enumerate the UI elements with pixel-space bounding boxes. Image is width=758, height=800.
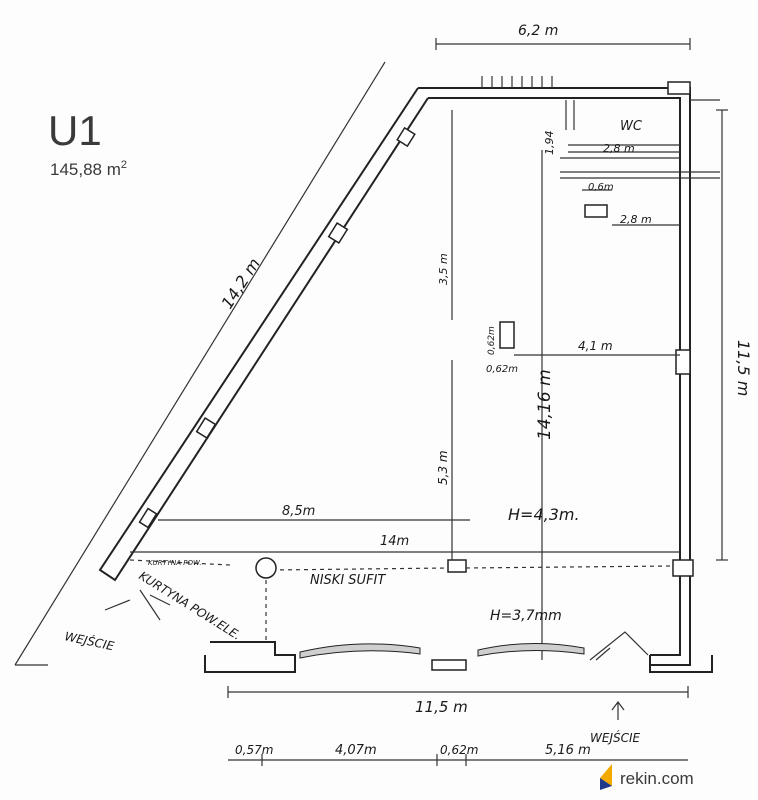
wc-fixture [584,204,608,218]
dim-bottom-5-16: 5,16 m [545,743,591,758]
rekin-logo-icon [600,764,612,786]
bottom-column [431,659,467,671]
low-ceiling-column [447,559,467,573]
unit-area: 145,88 m2 [50,159,127,179]
diag-pillar-3 [195,417,217,439]
top-hatch [481,76,553,88]
dim-2-8-b: 2,8 m [620,213,652,226]
wall-top-right [418,87,691,666]
height-main-label: H=4,3m. [508,505,580,524]
left-door [139,589,171,621]
dim-0-62-v: 0,62m [487,326,497,355]
dim-bottom-4-07: 4,07m [335,743,377,758]
dim-14-16: 14,16 m [535,369,555,440]
curtain-label: KURTYNA POW.ELE. [136,569,243,643]
wall-bottom-right-step [649,655,713,673]
wc-walls [447,99,720,573]
curtain-small-note: KURTYNA POW. [148,559,202,567]
wc-label: WC [620,119,643,134]
dim-2-8-a: 2,8 m [603,142,635,155]
low-ceiling-label: NISKI SUFIT [310,573,386,588]
dim-bottom-0-62: 0,62m [440,743,478,757]
dim-0-6: 0,6m [588,182,614,193]
right-door [589,631,649,661]
low-ceiling-line [271,565,674,571]
dim-top-width: 6,2 m [518,23,558,39]
dim-right-height: 11,5 m [734,340,753,396]
wall-bottom-left-step [204,641,296,673]
diag-pillar-4 [138,507,158,529]
dim-diagonal: 14,2 m [217,255,264,313]
wall-top-right-inner [428,97,681,656]
dim-5-3: 5,3 m [436,450,450,485]
dim-4-1: 4,1 m [578,339,613,353]
brand-name: rekin.com [620,769,694,788]
diag-pillar-2 [327,222,349,244]
right-lower-column [672,559,694,577]
window-strip-right [477,642,585,657]
dim-bottom-0-57: 0,57m [235,743,273,757]
wall-diagonal [98,87,429,582]
left-entrance-arrow [104,599,131,611]
ceiling-circle [255,557,277,579]
dim-0-62-h: 0,62m [486,364,518,375]
curtain-line [129,559,231,566]
entrance-left-label: WEJŚCIE [63,628,116,653]
diag-pillar-1 [396,126,416,148]
dimension-labels: 6,2 m 14,2 m 11,5 m 11,5 m 1,94 2,8 m 0,… [217,23,753,758]
right-entrance-arrow [611,701,625,720]
brand-watermark: rekin.com [600,764,694,790]
inner-column [499,321,515,349]
window-strip-left [299,643,421,659]
height-low-label: H=3,7mm [490,608,562,624]
dim-3-5: 3,5 m [437,253,450,285]
dimension-lines [14,38,728,766]
dim-14: 14m [380,534,409,549]
entrance-right-label: WEJŚCIE [590,730,641,745]
outer-walls [98,81,713,673]
dim-8-5: 8,5m [282,504,315,519]
dim-bottom-width: 11,5 m [415,698,468,716]
right-column [675,349,691,375]
corner-column [667,81,691,95]
unit-title: U1 [48,107,102,154]
dim-1-94: 1,94 [543,131,556,156]
